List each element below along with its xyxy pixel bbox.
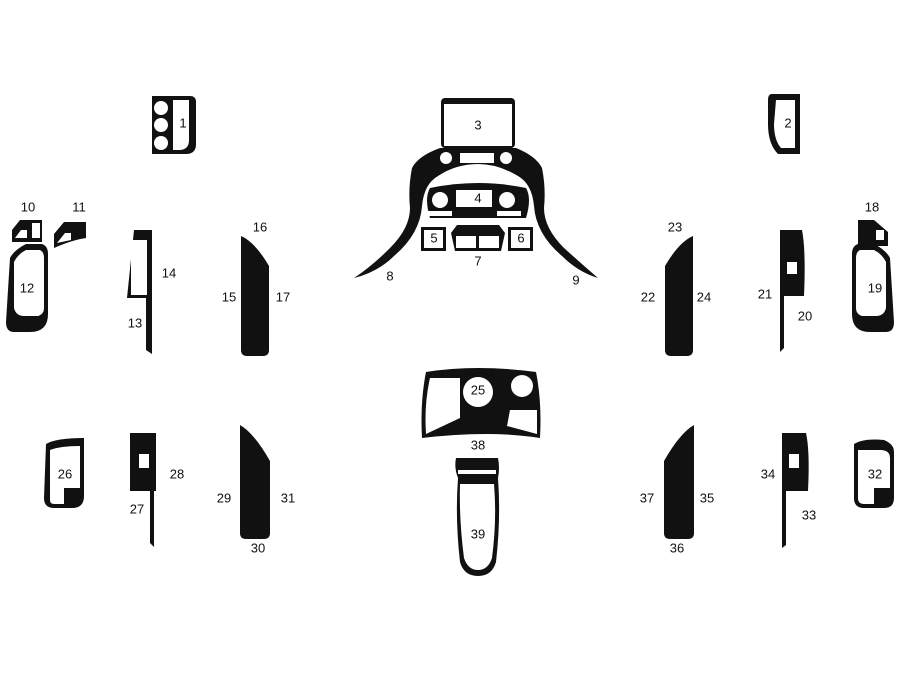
- part-2: [768, 94, 800, 154]
- part-label-24: 24: [697, 289, 711, 304]
- part-26: [44, 438, 84, 508]
- part-label-25: 25: [471, 382, 485, 397]
- part-label-28: 28: [170, 466, 184, 481]
- part-label-22: 22: [641, 289, 655, 304]
- part-label-15: 15: [222, 289, 236, 304]
- part-8-9-bezel: [354, 148, 598, 278]
- part-label-38: 38: [471, 437, 485, 452]
- part-label-13: 13: [128, 315, 142, 330]
- part-label-34: 34: [761, 466, 775, 481]
- part-label-20: 20: [798, 308, 812, 323]
- part-1: [152, 96, 196, 154]
- part-13-14: [127, 230, 152, 354]
- part-label-4: 4: [474, 190, 481, 205]
- part-19: [852, 244, 894, 332]
- part-label-9: 9: [572, 272, 579, 287]
- part-label-29: 29: [217, 490, 231, 505]
- part-label-3: 3: [474, 117, 481, 132]
- part-20-21: [780, 230, 805, 352]
- part-27-28: [130, 433, 156, 547]
- part-label-23: 23: [668, 219, 682, 234]
- part-label-30: 30: [251, 540, 265, 555]
- part-15-17: [241, 236, 269, 356]
- part-11: [54, 222, 86, 248]
- part-label-12: 12: [20, 280, 34, 295]
- part-32: [854, 439, 894, 508]
- part-label-10: 10: [21, 199, 35, 214]
- part-label-39: 39: [471, 526, 485, 541]
- part-25: [421, 368, 541, 438]
- part-label-32: 32: [868, 466, 882, 481]
- part-label-16: 16: [253, 219, 267, 234]
- part-label-33: 33: [802, 507, 816, 522]
- part-label-6: 6: [517, 230, 524, 245]
- part-22-24: [665, 236, 693, 356]
- part-label-31: 31: [281, 490, 295, 505]
- part-12: [6, 244, 48, 332]
- part-label-14: 14: [162, 265, 176, 280]
- part-label-8: 8: [386, 268, 393, 283]
- part-label-27: 27: [130, 501, 144, 516]
- part-7: [451, 225, 505, 251]
- part-18: [858, 220, 888, 246]
- part-3: [441, 98, 515, 148]
- part-label-21: 21: [758, 286, 772, 301]
- part-label-19: 19: [868, 280, 882, 295]
- part-5: [421, 227, 446, 251]
- part-label-37: 37: [640, 490, 654, 505]
- part-label-1: 1: [179, 115, 186, 130]
- part-label-26: 26: [58, 466, 72, 481]
- part-label-2: 2: [784, 115, 791, 130]
- part-label-5: 5: [430, 230, 437, 245]
- part-6: [508, 227, 533, 251]
- part-label-36: 36: [670, 540, 684, 555]
- part-33-34: [782, 433, 809, 548]
- part-label-35: 35: [700, 490, 714, 505]
- part-label-18: 18: [865, 199, 879, 214]
- part-10: [12, 220, 42, 242]
- part-35-37: [664, 425, 694, 539]
- part-29-31: [240, 425, 270, 539]
- part-38-39: [455, 458, 500, 576]
- part-label-11: 11: [72, 199, 86, 214]
- part-4: [427, 183, 529, 218]
- part-label-7: 7: [474, 253, 481, 268]
- part-label-17: 17: [276, 289, 290, 304]
